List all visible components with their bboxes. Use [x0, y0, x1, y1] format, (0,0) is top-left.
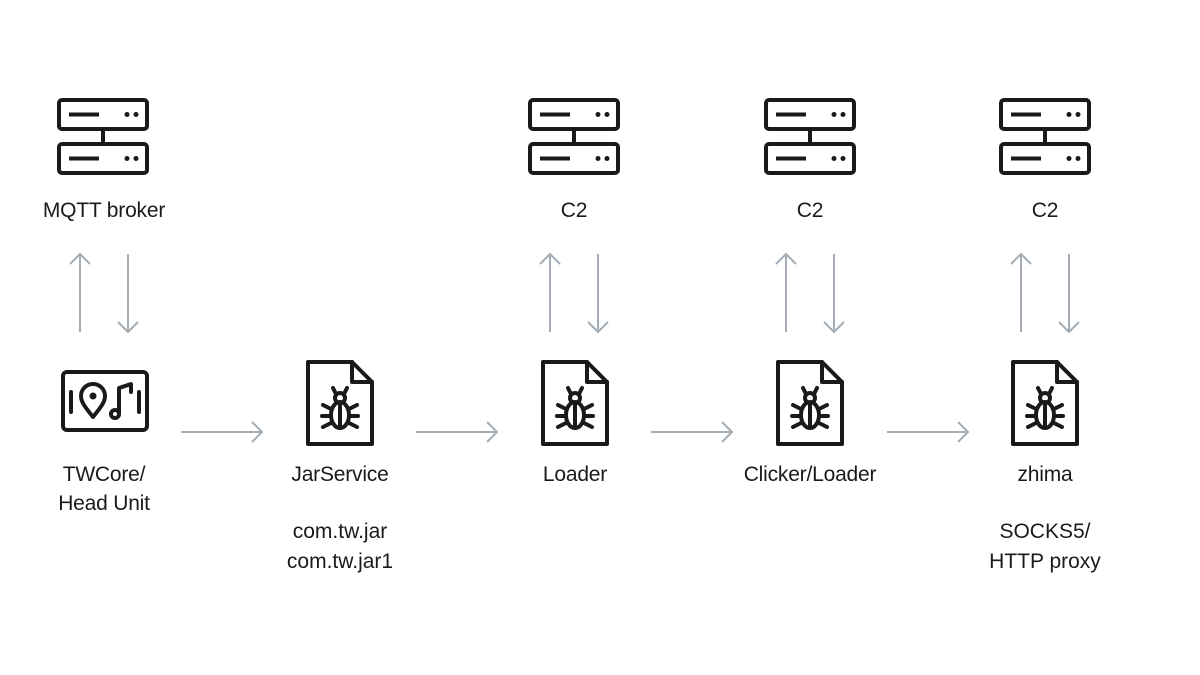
- server-icon: [999, 98, 1091, 175]
- arrow-pair-c2-2: [775, 252, 845, 334]
- malware-file-icon: [306, 360, 374, 446]
- node-label-line2: Head Unit: [58, 492, 150, 515]
- head-unit-icon: [61, 370, 149, 432]
- node-label-jarservice: JarService: [291, 463, 389, 486]
- package-name: com.tw.jar: [292, 520, 388, 543]
- node-sub-jarservice: com.tw.jar com.tw.jar1: [230, 517, 450, 577]
- server-icon: [764, 98, 856, 175]
- flow-arrow-4: [887, 421, 970, 443]
- arrow-pair-c2-3: [1010, 252, 1080, 334]
- flow-arrow-1: [181, 421, 264, 443]
- node-label-zhima: zhima: [1017, 463, 1073, 486]
- node-label-loader: Loader: [542, 463, 608, 486]
- node-label-clicker-loader: Clicker/Loader: [743, 463, 877, 486]
- node-sub-zhima: SOCKS5/ HTTP proxy: [935, 517, 1155, 577]
- server-icon: [57, 98, 149, 175]
- malware-file-icon: [1011, 360, 1079, 446]
- flow-arrow-3: [651, 421, 734, 443]
- malware-file-icon: [776, 360, 844, 446]
- arrow-pair-mqtt: [69, 252, 139, 334]
- server-label-mqtt: MQTT broker: [42, 199, 166, 222]
- proxy-type: SOCKS5/: [999, 520, 1091, 543]
- proxy-type: HTTP proxy: [989, 550, 1101, 573]
- malware-file-icon: [541, 360, 609, 446]
- server-icon: [528, 98, 620, 175]
- arrow-pair-c2-1: [539, 252, 609, 334]
- node-label-line1: TWCore/: [62, 463, 146, 486]
- server-label-c2-3: C2: [1031, 199, 1059, 222]
- package-name: com.tw.jar1: [286, 550, 394, 573]
- server-label-c2-2: C2: [796, 199, 824, 222]
- flow-arrow-2: [416, 421, 499, 443]
- server-label-c2-1: C2: [560, 199, 588, 222]
- node-label-head-unit: TWCore/ Head Unit: [0, 460, 214, 518]
